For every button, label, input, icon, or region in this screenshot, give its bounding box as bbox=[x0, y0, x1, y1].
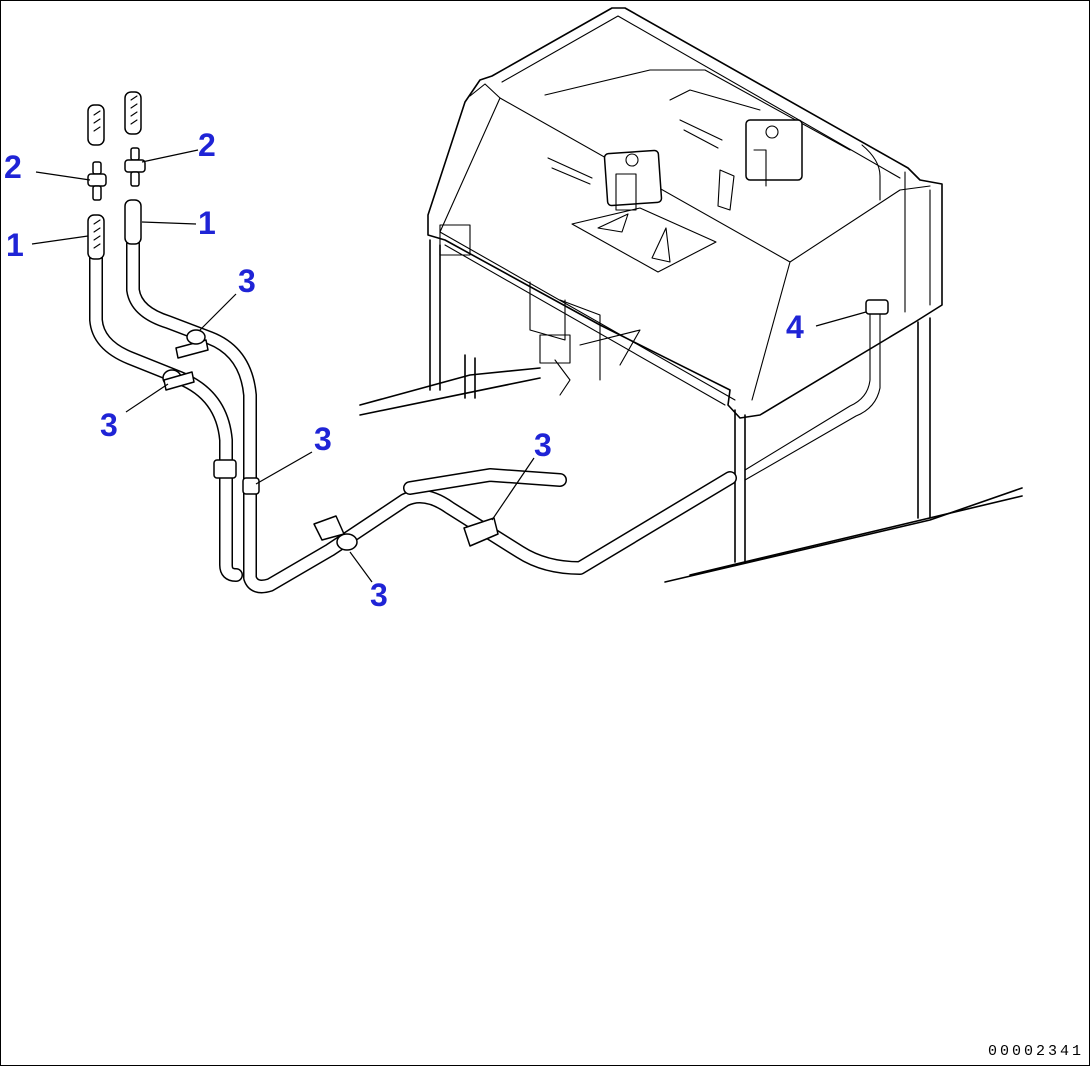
clamp-2 bbox=[162, 369, 195, 391]
hose-spare-right bbox=[124, 91, 142, 135]
callout-1-right: 1 bbox=[198, 205, 216, 241]
callout-2-right: 2 bbox=[198, 127, 216, 163]
hose-part-left bbox=[87, 214, 105, 260]
tank-assembly bbox=[359, 7, 1023, 583]
callout-1-left: 1 bbox=[6, 227, 24, 263]
drawing-id: 00002341 bbox=[987, 1043, 1084, 1060]
leader-lines bbox=[31, 149, 867, 583]
connector-right bbox=[124, 147, 146, 187]
connector-left bbox=[87, 161, 107, 201]
clamp-6 bbox=[463, 517, 499, 547]
hose-part-right bbox=[124, 199, 142, 245]
callout-4: 4 bbox=[786, 309, 804, 345]
clamp-1 bbox=[175, 329, 209, 359]
clamp-5 bbox=[313, 515, 358, 551]
callout-3-bottom: 3 bbox=[370, 577, 388, 613]
callout-3-top: 3 bbox=[238, 263, 256, 299]
callout-3-middle: 3 bbox=[314, 421, 332, 457]
hose-routing bbox=[89, 237, 737, 594]
callout-2-left: 2 bbox=[4, 149, 22, 185]
callout-3-right: 3 bbox=[534, 427, 552, 463]
callout-3-left: 3 bbox=[100, 407, 118, 443]
clamp-4 bbox=[242, 477, 260, 495]
hose-spare-left bbox=[87, 104, 105, 146]
clamp-3 bbox=[213, 459, 237, 479]
